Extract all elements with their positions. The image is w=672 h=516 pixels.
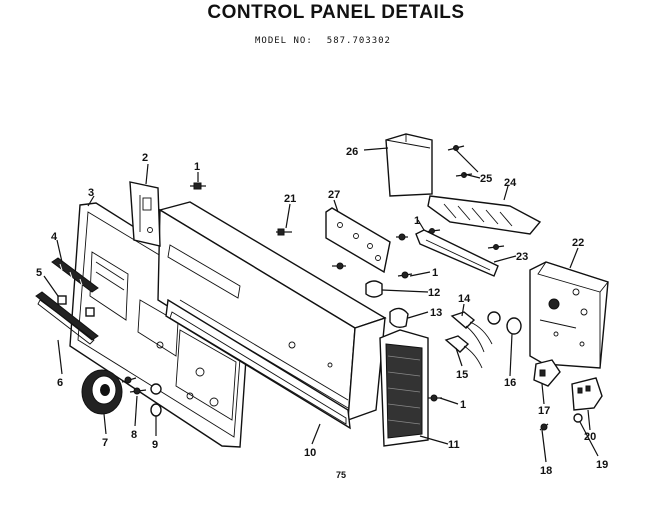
callout-21: 21 <box>284 193 296 205</box>
callout-1-middle: 1 <box>432 267 438 279</box>
fasteners <box>121 145 583 431</box>
callout-3: 3 <box>88 187 94 199</box>
switch-parts <box>533 359 603 411</box>
page-title: CONTROL PANEL DETAILS <box>207 2 465 23</box>
terminal-block-part <box>427 195 542 235</box>
callout-15: 15 <box>456 369 468 381</box>
callout-19: 19 <box>596 459 608 471</box>
callout-labels: 1 2 3 4 5 6 7 8 9 10 11 12 13 14 15 16 1… <box>36 146 608 477</box>
callout-1: 1 <box>194 161 200 173</box>
callout-13: 13 <box>430 307 442 319</box>
button-parts <box>35 291 99 345</box>
control-knob-part <box>81 369 123 415</box>
mounting-strip-part <box>415 229 499 277</box>
callout-16: 16 <box>504 377 516 389</box>
callout-24: 24 <box>504 177 517 189</box>
callout-26: 26 <box>346 146 358 158</box>
timer-assembly-part <box>529 261 609 369</box>
callout-20: 20 <box>584 431 596 443</box>
callout-25: 25 <box>480 173 492 185</box>
callout-7: 7 <box>102 437 108 449</box>
callout-23: 23 <box>516 251 528 263</box>
callout-2: 2 <box>142 152 148 164</box>
switch-cover-part <box>385 133 433 197</box>
callout-4: 4 <box>51 231 58 243</box>
callout-1-lower: 1 <box>460 399 466 411</box>
indicator-strip-part <box>51 257 99 293</box>
callout-5: 5 <box>36 267 42 279</box>
callout-27: 27 <box>328 189 340 201</box>
callout-10: 10 <box>304 447 316 459</box>
console-body-part <box>157 201 387 430</box>
switch-bracket-part <box>325 207 391 274</box>
callout-12: 12 <box>428 287 440 299</box>
page-number: 75 <box>336 470 347 480</box>
clip-parts <box>365 280 409 329</box>
model-number: 587.703302 <box>326 36 391 46</box>
grille-insert-part <box>379 329 429 447</box>
callout-17: 17 <box>538 405 550 417</box>
model-number-line: MODEL NO: 587.703302 <box>255 36 405 46</box>
callout-14: 14 <box>458 293 471 305</box>
callout-9: 9 <box>152 439 158 451</box>
side-bracket-part <box>129 181 161 247</box>
model-label: MODEL NO: <box>255 36 313 46</box>
callout-18: 18 <box>540 465 552 477</box>
lamp-socket-parts <box>444 311 522 369</box>
leader-lines <box>43 147 599 463</box>
callout-6: 6 <box>57 377 63 389</box>
callout-1-upper: 1 <box>414 215 420 227</box>
callout-8: 8 <box>131 429 137 441</box>
callout-22: 22 <box>572 237 584 249</box>
callout-11: 11 <box>448 439 460 451</box>
